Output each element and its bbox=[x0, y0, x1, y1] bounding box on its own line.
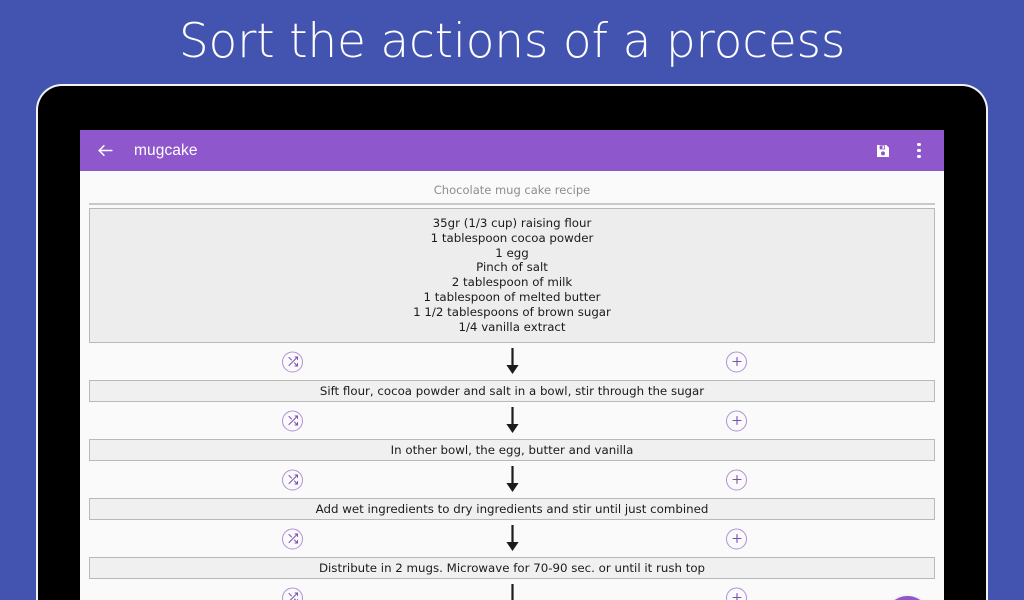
connector-row bbox=[86, 461, 938, 498]
app-bar-title: mugcake bbox=[134, 141, 198, 159]
plus-circle-icon[interactable] bbox=[726, 528, 747, 550]
step-text: Add wet ingredients to dry ingredients a… bbox=[315, 502, 709, 517]
ingredient-line: 1 1/2 tablespoons of brown sugar bbox=[413, 304, 611, 319]
step-text: Sift flour, cocoa powder and salt in a b… bbox=[319, 384, 705, 399]
app-bar: mugcake bbox=[80, 130, 944, 171]
shuffle-icon[interactable] bbox=[282, 469, 303, 491]
tablet-screen: mugcake Chocolate mug cake recipe bbox=[80, 130, 944, 600]
connector-row bbox=[86, 343, 938, 380]
ingredient-line: 1 tablespoon of melted butter bbox=[423, 289, 601, 304]
shuffle-icon[interactable] bbox=[282, 351, 303, 373]
arrow-down-icon bbox=[505, 525, 519, 552]
plus-circle-icon[interactable] bbox=[726, 469, 747, 491]
ingredient-line: 35gr (1/3 cup) raising flour bbox=[432, 216, 592, 230]
plus-circle-icon[interactable] bbox=[726, 410, 747, 432]
process-content: Chocolate mug cake recipe 35gr (1/3 cup)… bbox=[80, 171, 944, 600]
plus-circle-icon[interactable] bbox=[726, 587, 747, 600]
arrow-down-icon bbox=[505, 407, 519, 434]
title-divider bbox=[89, 203, 935, 205]
page-headline: Sort the actions of a process bbox=[178, 13, 846, 69]
plus-circle-icon[interactable] bbox=[726, 351, 747, 373]
step-text: Distribute in 2 mugs. Microwave for 70-9… bbox=[318, 561, 706, 576]
tablet-frame: mugcake Chocolate mug cake recipe bbox=[36, 84, 988, 600]
ingredient-line: 2 tablespoon of milk bbox=[451, 275, 573, 290]
edit-fab-button[interactable] bbox=[885, 596, 930, 600]
ingredient-line: Pinch of salt bbox=[476, 260, 548, 275]
recipe-title: Chocolate mug cake recipe bbox=[433, 183, 591, 197]
ingredient-line: 1/4 vanilla extract bbox=[458, 319, 566, 334]
connector-row bbox=[86, 402, 938, 439]
shuffle-icon[interactable] bbox=[282, 410, 303, 432]
arrow-left-icon[interactable] bbox=[92, 138, 118, 164]
step-text: In other bowl, the egg, butter and vanil… bbox=[390, 443, 634, 458]
arrow-down-icon bbox=[505, 466, 519, 493]
more-vertical-icon[interactable] bbox=[906, 138, 932, 164]
arrow-down-icon bbox=[505, 348, 519, 375]
shuffle-icon[interactable] bbox=[282, 528, 303, 550]
overflow-dots bbox=[917, 142, 921, 159]
step-box[interactable]: Sift flour, cocoa powder and salt in a b… bbox=[89, 380, 935, 403]
step-box[interactable]: Add wet ingredients to dry ingredients a… bbox=[89, 498, 935, 521]
shuffle-icon[interactable] bbox=[282, 587, 303, 600]
step-box[interactable]: In other bowl, the egg, butter and vanil… bbox=[89, 439, 935, 462]
arrow-down-icon bbox=[510, 584, 514, 600]
ingredient-line: 1 tablespoon cocoa powder bbox=[430, 230, 594, 245]
connector-row bbox=[86, 520, 938, 557]
ingredient-line: 1 egg bbox=[495, 245, 529, 260]
step-box[interactable]: Distribute in 2 mugs. Microwave for 70-9… bbox=[89, 557, 935, 580]
save-icon[interactable] bbox=[870, 138, 896, 164]
connector-row bbox=[86, 579, 938, 600]
ingredients-box[interactable]: 35gr (1/3 cup) raising flour 1 tablespoo… bbox=[89, 208, 935, 344]
